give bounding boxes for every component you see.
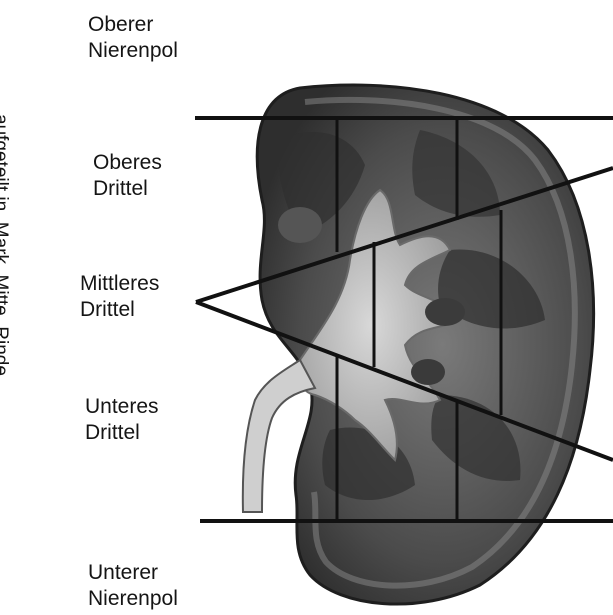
label-oberes-drittel-line1: Oberes: [93, 150, 162, 176]
label-unterer-nierenpol-line2: Nierenpol: [88, 586, 178, 612]
label-unterer-nierenpol-line1: Unterer: [88, 560, 178, 586]
calyx-1: [425, 298, 465, 326]
label-unterer-nierenpol: Unterer Nierenpol: [88, 560, 178, 612]
label-mittleres-drittel-line2: Drittel: [80, 297, 159, 323]
label-oberes-drittel: Oberes Drittel: [93, 150, 162, 202]
label-mittleres-drittel: Mittleres Drittel: [80, 271, 159, 323]
label-mittleres-drittel-line1: Mittleres: [80, 271, 159, 297]
label-unteres-drittel-line2: Drittel: [85, 420, 159, 446]
label-unteres-drittel-line1: Unteres: [85, 394, 159, 420]
label-oberer-nierenpol-line1: Oberer: [88, 12, 178, 38]
side-note-vertical: aufgeteilt in Mark, Mitte, Rinde: [0, 114, 11, 376]
label-oberer-nierenpol-line2: Nierenpol: [88, 38, 178, 64]
calyx-3: [278, 207, 322, 243]
calyx-2: [411, 359, 445, 385]
label-unteres-drittel: Unteres Drittel: [85, 394, 159, 446]
label-oberer-nierenpol: Oberer Nierenpol: [88, 12, 178, 64]
label-oberes-drittel-line2: Drittel: [93, 176, 162, 202]
